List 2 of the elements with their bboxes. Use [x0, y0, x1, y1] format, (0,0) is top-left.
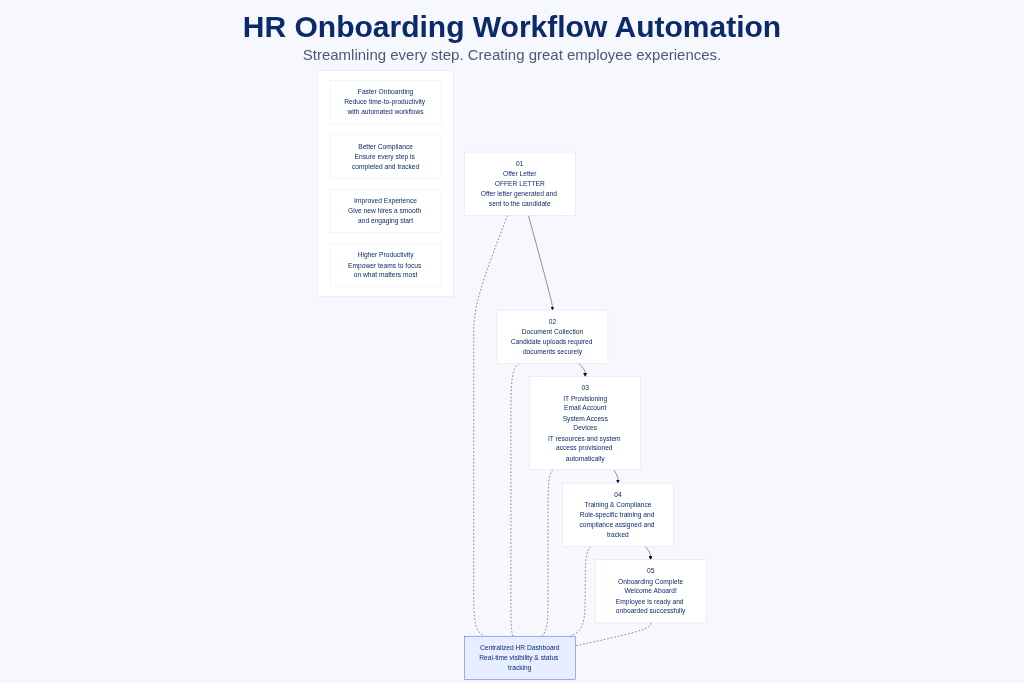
- title: HR Onboarding Workflow Automation: [242, 10, 782, 44]
- subtitle: Streamlining every step. Creating great employee experiences.: [302, 46, 722, 63]
